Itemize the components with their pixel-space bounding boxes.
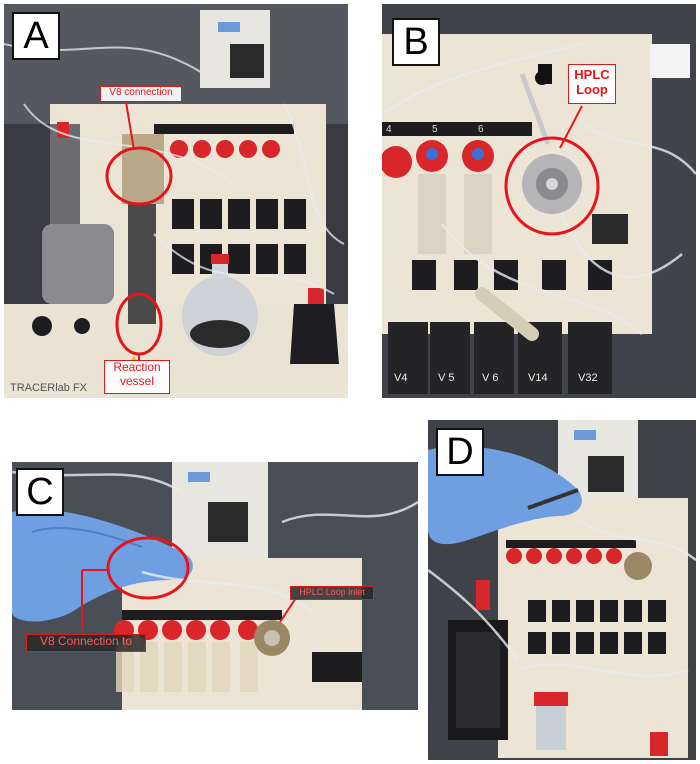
callout-reaction-vessel: Reaction vessel	[104, 360, 170, 394]
vial-number-5: 5	[432, 124, 438, 135]
panel-a-letter: A	[12, 12, 60, 60]
panel-d-letter: D	[436, 428, 484, 476]
callout-hplc-loop-inlet: HPLC Loop inlet	[290, 586, 374, 600]
vial-number-4: 4	[386, 124, 392, 135]
panel-d-photo: D	[428, 420, 696, 760]
panel-d-image	[428, 420, 696, 760]
callout-hplc-line1: HPLC	[574, 67, 610, 82]
panel-b-letter: B	[392, 18, 440, 66]
valve-label-v14: V14	[528, 372, 548, 384]
panel-b-image	[382, 4, 696, 398]
valve-label-v4: V4	[394, 372, 408, 384]
panel-a-photo: A V8 connection Reaction vessel TRACERla…	[4, 4, 348, 398]
valve-label-v6: V 6	[482, 372, 499, 384]
callout-hplc-loop: HPLC Loop	[568, 64, 616, 104]
panel-c-photo: C HPLC Loop inlet V8 Connection to	[12, 462, 418, 710]
module-brand-text: TRACERlab FX	[10, 382, 88, 394]
callout-reaction-line1: Reaction	[113, 360, 161, 374]
callout-v8-connection: V8 connection	[100, 86, 182, 102]
panel-a-image	[4, 4, 348, 398]
callout-reaction-line2: vessel	[119, 373, 154, 388]
valve-label-v32: V32	[578, 372, 598, 384]
panel-c-letter: C	[16, 468, 64, 516]
vial-number-6: 6	[478, 124, 484, 135]
valve-label-v5: V 5	[438, 372, 455, 384]
panel-b-photo: B HPLC Loop 4 5 6 V4 V 5 V 6 V14 V32	[382, 4, 696, 398]
callout-v8-connection-to: V8 Connection to	[26, 634, 146, 652]
callout-hplc-line2: Loop	[576, 81, 608, 97]
